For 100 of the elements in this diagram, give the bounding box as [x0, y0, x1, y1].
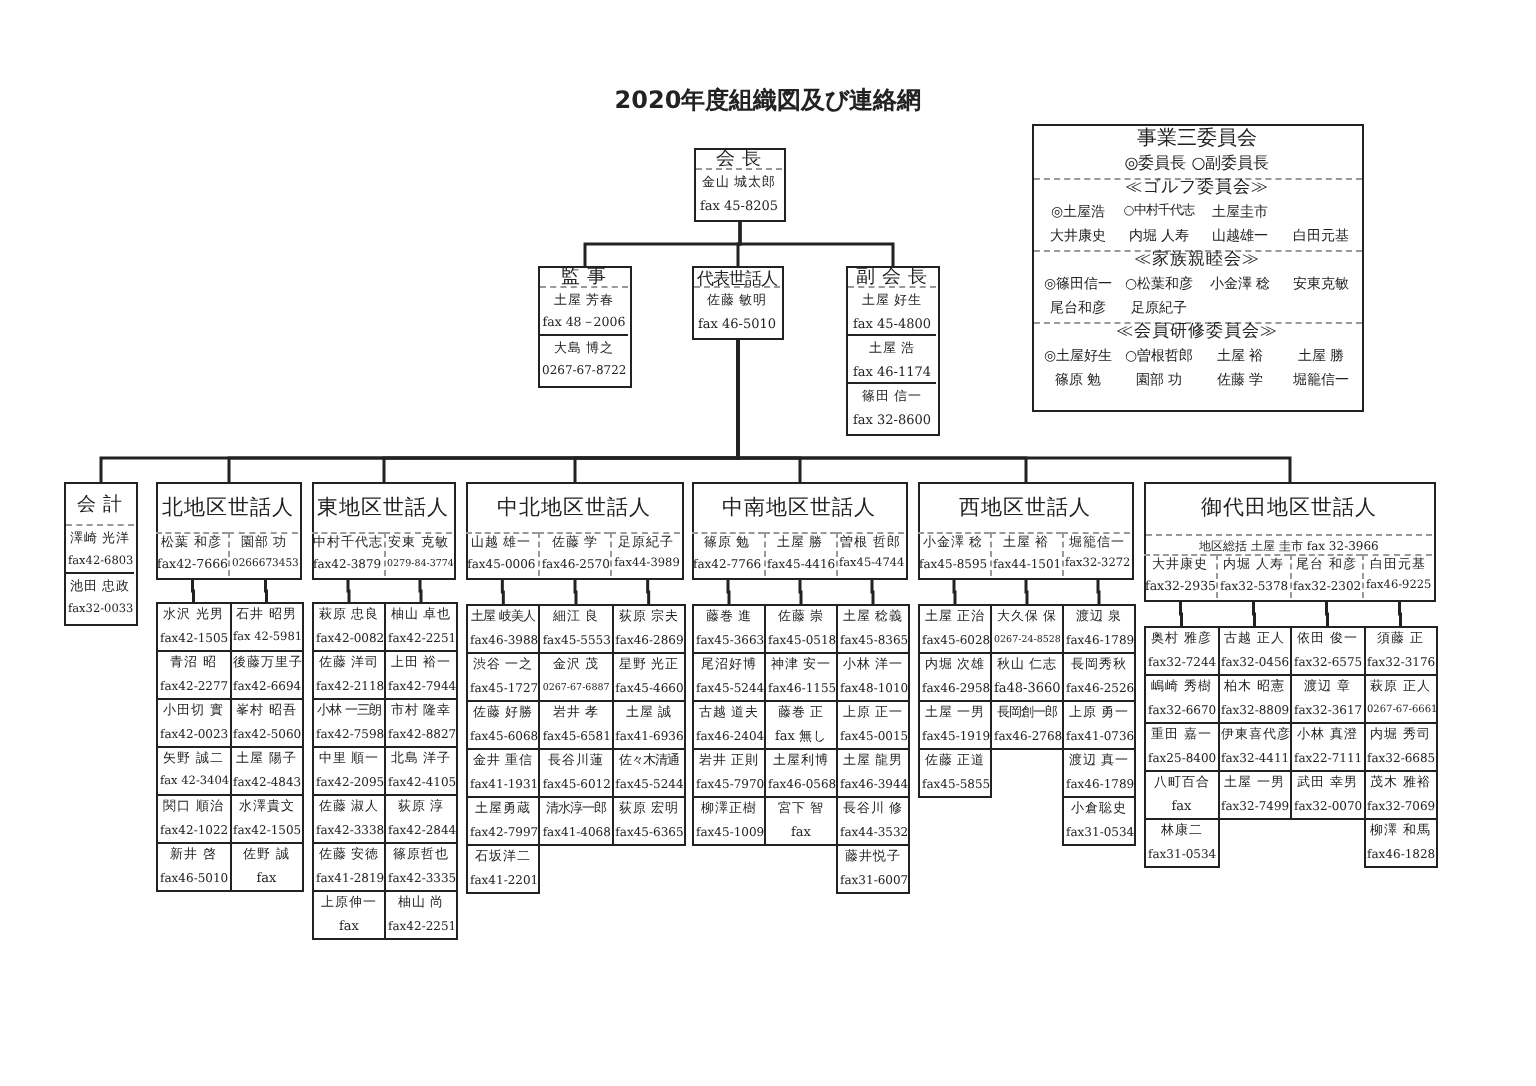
person-cell [466, 844, 541, 894]
connector-line [738, 222, 895, 266]
person-cell [466, 604, 541, 654]
person-cell [611, 652, 686, 702]
person-cell [383, 531, 452, 576]
person-cell [611, 700, 686, 750]
person-cell [836, 844, 910, 894]
person-cell [156, 794, 231, 844]
committee-panel [1032, 124, 1364, 412]
connector-line [1024, 580, 1029, 604]
person-cell [229, 650, 304, 700]
person-cell [610, 531, 680, 576]
person-cell [1061, 531, 1130, 576]
person-cell [1289, 553, 1362, 598]
role-title: 会 計 [66, 484, 134, 526]
person-cell [466, 796, 541, 846]
person-cell [836, 748, 910, 798]
person-cell [156, 842, 231, 892]
district-title: 北地区世話人 [160, 494, 296, 524]
person-cell [156, 698, 231, 748]
person-cell [384, 650, 458, 700]
person-cell [835, 531, 904, 576]
person-cell [1144, 626, 1219, 676]
person-cell [1062, 652, 1136, 702]
district-box [312, 482, 456, 580]
connector-line [1325, 602, 1329, 626]
committee-title: 事業三委員会 [1135, 126, 1259, 152]
person-cell [1363, 722, 1438, 772]
person-cell [466, 652, 541, 702]
connector-line [646, 580, 651, 604]
role-title: 代表世話人 [694, 268, 780, 288]
person-cell [1290, 770, 1365, 820]
person-cell [918, 604, 992, 654]
person-cell [1217, 770, 1292, 820]
person-cell [228, 531, 298, 576]
connector-line [870, 580, 875, 604]
person-cell [312, 842, 386, 892]
person-cell [764, 796, 838, 846]
section-heading: ≪家族親睦会≫ [1132, 248, 1262, 272]
person-cell [1363, 770, 1438, 820]
person-cell [990, 700, 1064, 750]
person-cell [611, 604, 686, 654]
person-cell [384, 698, 458, 748]
person-cell [1216, 553, 1289, 598]
person-cell [384, 794, 458, 844]
connector-line [736, 340, 1292, 482]
district-box [156, 482, 302, 580]
connector-line [1252, 602, 1256, 626]
person-cell [312, 794, 386, 844]
connector-line [191, 580, 195, 602]
person-cell [156, 650, 231, 700]
district-title: 西地区世話人 [957, 494, 1093, 524]
person-cell [538, 796, 614, 846]
person-cell [1144, 674, 1219, 724]
district-title: 中北地区世話人 [495, 494, 653, 524]
person-cell [836, 796, 910, 846]
person-cell [1062, 796, 1136, 846]
connector-line [726, 580, 731, 604]
title: 2020年度組織図及び連絡網 [614, 84, 922, 118]
person-cell [229, 602, 304, 652]
person-cell [836, 604, 910, 654]
person-cell [466, 700, 541, 750]
person-cell [611, 796, 686, 846]
connector-line [264, 580, 268, 602]
person-cell [312, 746, 386, 796]
person-cell [312, 650, 386, 700]
person-cell [836, 652, 910, 702]
person-cell [229, 794, 304, 844]
person-cell [1062, 700, 1136, 750]
symbol-key: ◎委員長 ○副委員長 [1034, 152, 1360, 176]
connector-line [1179, 602, 1183, 626]
district-title: 東地区世話人 [315, 494, 451, 524]
officer-box [694, 148, 786, 222]
person-cell [537, 531, 611, 576]
section-heading: ≪会員研修委員会≫ [1114, 320, 1280, 344]
district-box [1144, 482, 1436, 602]
person-cell [229, 842, 304, 892]
person-cell [1363, 818, 1438, 868]
person-cell [384, 842, 458, 892]
person-cell [692, 604, 766, 654]
person-cell [692, 652, 766, 702]
person-cell [1362, 553, 1432, 598]
connector-line [418, 580, 423, 602]
person-cell [384, 890, 458, 940]
person-cell [156, 602, 231, 652]
person-cell [229, 746, 304, 796]
connector-line [952, 580, 957, 604]
officer-box [846, 266, 940, 436]
person-cell [156, 746, 231, 796]
person-cell [384, 746, 458, 796]
connector-line [500, 580, 505, 604]
officer-box [538, 266, 632, 388]
district-box [466, 482, 684, 580]
person-cell [466, 748, 541, 798]
person-cell [918, 652, 992, 702]
connector-line [573, 580, 578, 604]
person-cell [1363, 626, 1438, 676]
officer-box [692, 266, 784, 340]
person-cell [918, 748, 992, 798]
person-cell [692, 748, 766, 798]
